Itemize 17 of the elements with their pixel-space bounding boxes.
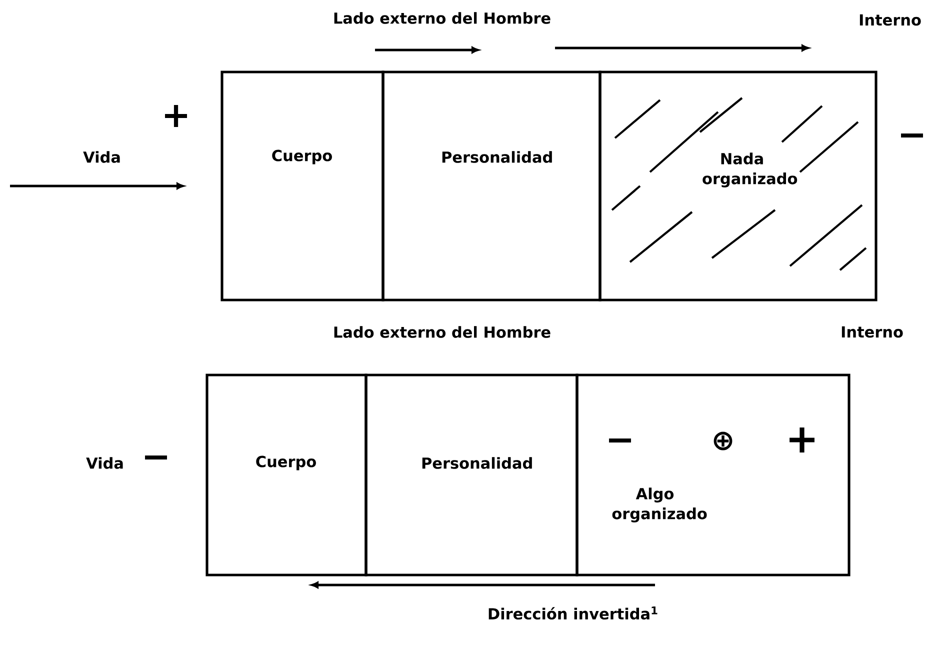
axis-label: Dirección invertida$^{1}$ (488, 606, 658, 620)
minus-sign: − (145, 455, 167, 460)
cell: Cuerpo (206, 374, 368, 576)
axis-label: Vida (83, 151, 120, 163)
plus-sign: + (790, 428, 814, 452)
axis-label: Lado externo del Hombre (334, 326, 550, 338)
cell: Personalidad (364, 374, 578, 576)
circled-plus-sign: ⊕ (714, 432, 732, 450)
axis-label: Vida (86, 457, 123, 469)
axis-label: Interno (860, 14, 921, 26)
plus-sign: + (165, 105, 187, 128)
cell: Personalidad (382, 70, 602, 302)
axis-label: Lado externo del Hombre (334, 12, 550, 24)
cell: Nada organizado (598, 70, 878, 302)
minus-sign: − (609, 438, 631, 443)
axis-label: Interno (842, 326, 903, 338)
cell: Cuerpo (220, 70, 384, 302)
